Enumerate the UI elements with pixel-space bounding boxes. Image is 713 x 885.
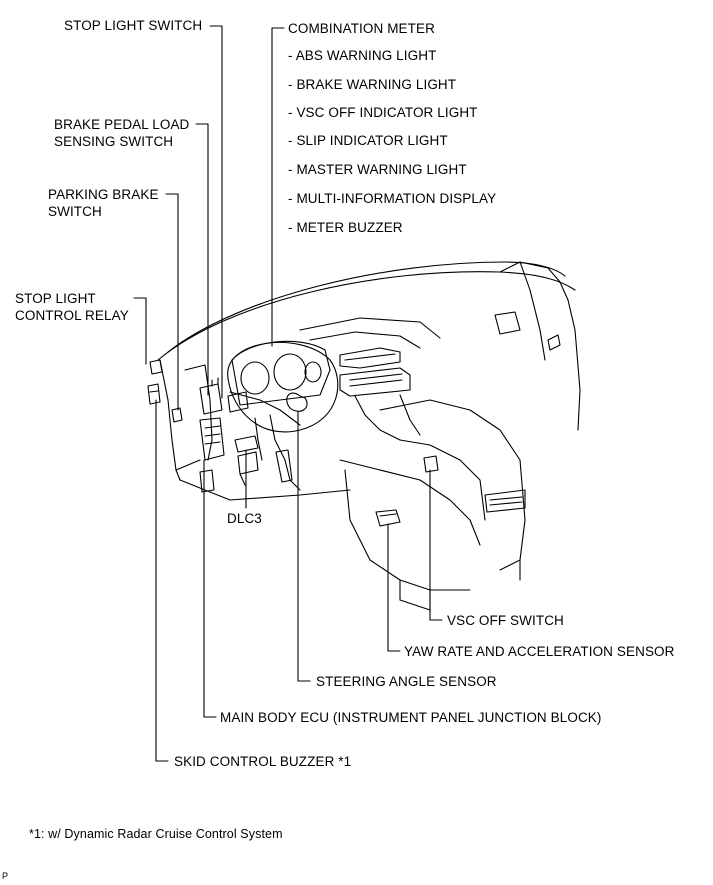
label-yaw-rate-sensor: YAW RATE AND ACCELERATION SENSOR: [404, 644, 675, 659]
leader-main-body-ecu: [203, 459, 217, 718]
meter-item: - BRAKE WARNING LIGHT: [288, 77, 457, 92]
meter-item: - MULTI-INFORMATION DISPLAY: [288, 191, 497, 206]
label-parking-brake-switch: PARKING BRAKE SWITCH: [48, 187, 159, 219]
label-steering-angle-sensor: STEERING ANGLE SENSOR: [316, 674, 497, 689]
a-pillar: [499, 261, 561, 283]
leader-yaw-rate: [387, 523, 401, 652]
meter-item: - METER BUZZER: [288, 220, 403, 235]
label-main-body-ecu: MAIN BODY ECU (INSTRUMENT PANEL JUNCTION…: [220, 710, 602, 725]
label-stop-light-control-relay: STOP LIGHT CONTROL RELAY: [15, 291, 129, 323]
vent-right: [494, 311, 521, 335]
center-console: [379, 399, 526, 571]
brake-pedal: [237, 451, 259, 475]
leader-skid-buzzer: [155, 399, 169, 762]
label-brake-pedal-load-sensing-switch: BRAKE PEDAL LOAD SENSING SWITCH: [54, 117, 190, 149]
meter-item: - MASTER WARNING LIGHT: [288, 162, 467, 177]
dlc3-connector: [234, 435, 259, 453]
yaw-sensor-body: [375, 509, 401, 527]
leader-steering-angle: [297, 411, 311, 682]
label-combination-meter: COMBINATION METER: [288, 21, 435, 36]
stop-light-relay: [149, 359, 163, 375]
parking-pedal: [199, 469, 215, 493]
leader-brake-pedal-load: [195, 123, 209, 396]
meter-item: - VSC OFF INDICATOR LIGHT: [288, 105, 478, 120]
corner-code: P: [2, 871, 9, 881]
footnote: *1: w/ Dynamic Radar Cruise Control Syst…: [29, 827, 283, 841]
leader-combination-meter: [271, 27, 285, 347]
dash-top-line: [157, 271, 576, 361]
leader-parking-brake: [165, 193, 179, 411]
windshield-line: [167, 261, 566, 353]
label-vsc-off-switch: VSC OFF SWITCH: [447, 613, 564, 628]
label-stop-light-switch: STOP LIGHT SWITCH: [64, 18, 203, 33]
skid-buzzer: [147, 383, 161, 405]
right-door-frame: [559, 281, 581, 431]
leader-stop-light-relay: [133, 297, 147, 365]
accel-pedal: [275, 449, 293, 483]
meter-item: - ABS WARNING LIGHT: [288, 48, 437, 63]
label-dlc3: DLC3: [227, 511, 262, 526]
left-panel: [159, 359, 201, 471]
leader-stop-light-switch: [209, 25, 223, 399]
meter-item: - SLIP INDICATOR LIGHT: [288, 133, 448, 148]
leader-vsc-off: [429, 469, 443, 621]
cluster-hood: [231, 340, 331, 406]
steering-wheel: [227, 341, 339, 433]
rear-vent: [484, 489, 526, 513]
vsc-switch-body: [423, 455, 439, 473]
center-vent: [339, 347, 401, 369]
label-skid-control-buzzer: SKID CONTROL BUZZER *1: [174, 754, 352, 769]
